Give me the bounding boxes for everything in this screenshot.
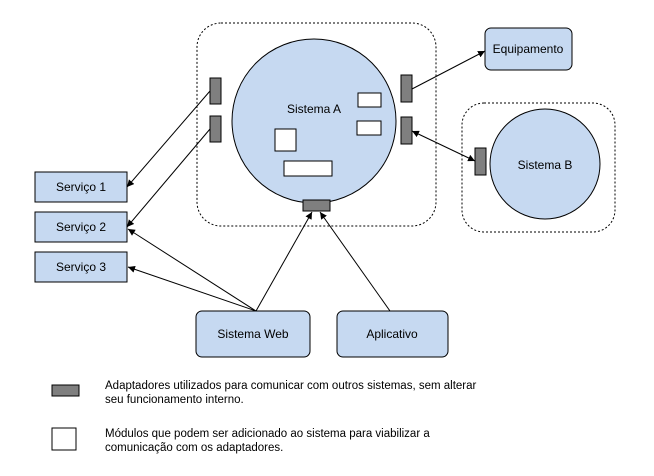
servico-1-label: Serviço 1 [56, 180, 106, 194]
adapter [400, 74, 413, 103]
sistema-a-label: Sistema A [287, 102, 341, 116]
module-box [283, 160, 333, 177]
equipamento-box[interactable] [484, 27, 573, 71]
arrow [411, 130, 476, 162]
servico-3-box[interactable] [34, 251, 128, 283]
servico-2-label: Serviço 2 [56, 220, 106, 234]
arrow [319, 211, 391, 312]
adapter [209, 115, 222, 143]
adapter [302, 199, 331, 212]
adapter [400, 116, 413, 145]
legend-adapter-swatch [51, 384, 80, 397]
module-box [356, 120, 382, 136]
adapter [209, 77, 222, 105]
arrow [411, 50, 486, 90]
arrow [127, 265, 257, 312]
servico-2-box[interactable] [34, 211, 128, 243]
legend-module-swatch [51, 427, 77, 451]
sistema-web-label: Sistema Web [217, 327, 288, 341]
sistema-b-circle[interactable] [489, 108, 601, 220]
sistema-b-label: Sistema B [518, 158, 573, 172]
servico-1-box[interactable] [34, 171, 128, 203]
legend-adapters-line1: Adaptadores utilizados para comunicar co… [105, 380, 477, 392]
legend-modules-line1: Módulos que podem ser adicionado ao sist… [105, 428, 430, 440]
legend-adapters-line2: seu funcionamento interno. [105, 394, 244, 406]
arrow [126, 90, 211, 188]
aplicativo-label: Aplicativo [366, 327, 418, 341]
sistema-b-container [461, 102, 616, 233]
module-box [274, 128, 297, 152]
servico-3-label: Serviço 3 [56, 260, 106, 274]
arrow [255, 211, 313, 312]
legend-adapters: Adaptadores utilizados para comunicar co… [105, 379, 476, 407]
sistema-a-container [196, 22, 437, 227]
sistema-web-box[interactable] [195, 310, 311, 358]
adapter [474, 147, 487, 176]
module-box [357, 92, 382, 108]
legend-modules: Módulos que podem ser adicionado ao sist… [105, 427, 430, 455]
aplicativo-box[interactable] [336, 310, 449, 358]
arrow [127, 228, 257, 312]
legend-modules-line2: comunicação com os adaptadores. [105, 442, 284, 454]
equipamento-label: Equipamento [493, 42, 564, 56]
arrow [126, 128, 211, 228]
